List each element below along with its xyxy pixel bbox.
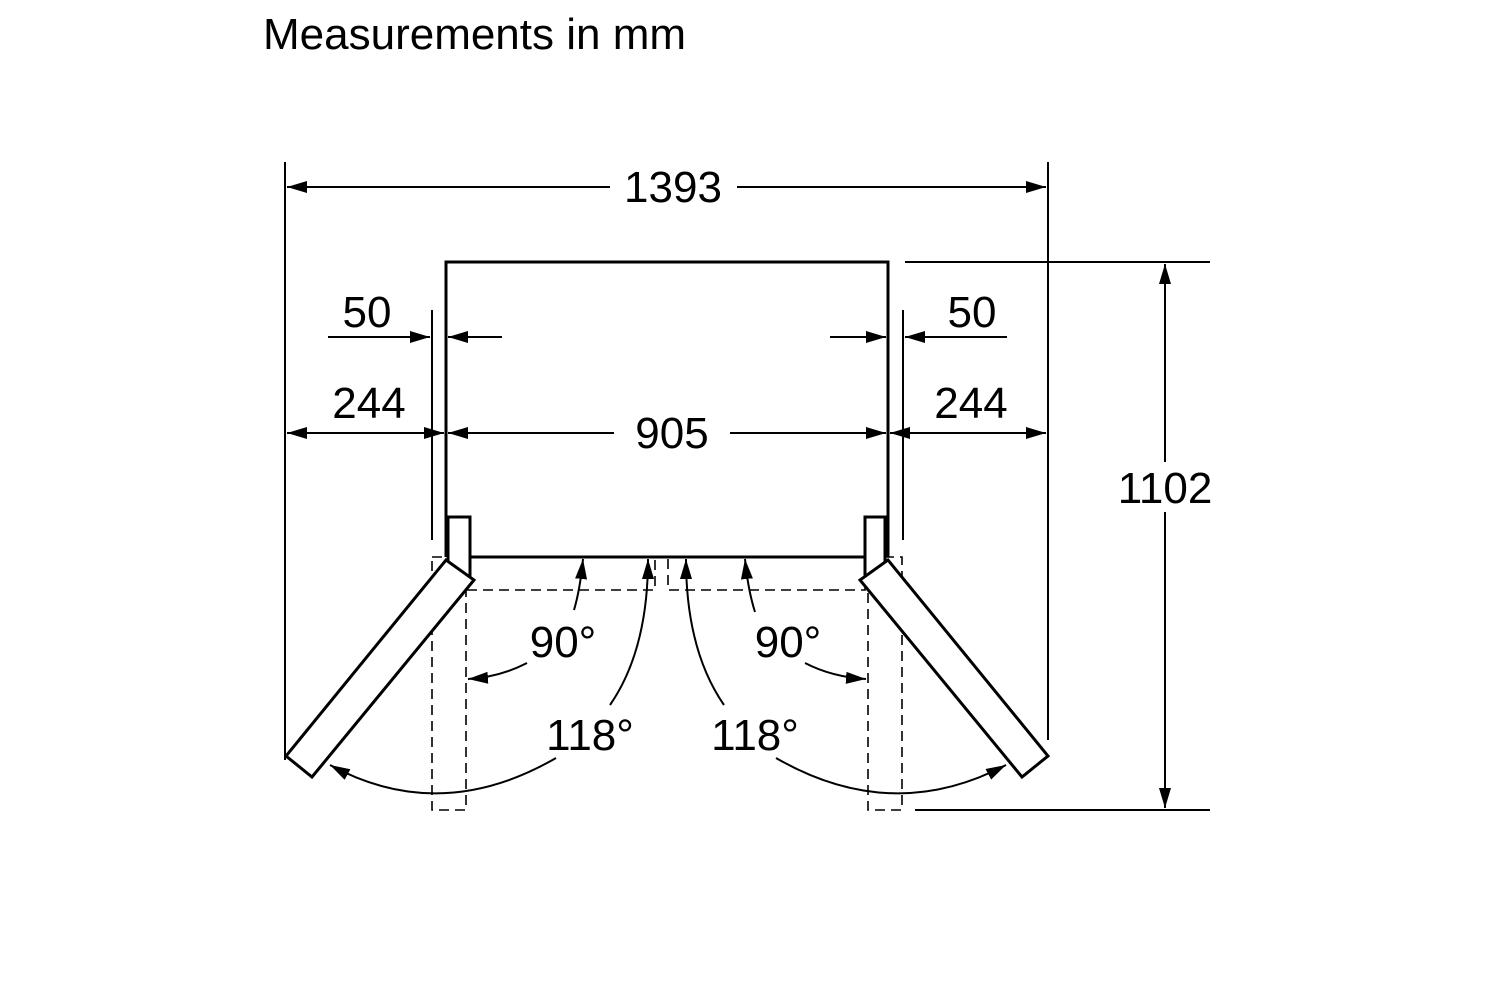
right-118-label: 118° xyxy=(711,711,799,760)
door-positions-dashed xyxy=(431,556,903,811)
dimension-depth: 1102 xyxy=(1118,264,1213,808)
body-width-label: 905 xyxy=(635,409,708,458)
diagram-title: Measurements in mm xyxy=(263,10,687,59)
right-side-label: 244 xyxy=(934,379,1007,428)
left-door-open xyxy=(283,557,477,780)
dimension-total-width: 1393 xyxy=(287,163,1046,212)
fridge-body xyxy=(444,260,890,557)
total-width-label: 1393 xyxy=(624,163,722,212)
dimension-right-side: 244 xyxy=(890,379,1046,439)
depth-label: 1102 xyxy=(1118,464,1213,513)
left-118-label: 118° xyxy=(546,711,634,760)
dimension-left-gap: 50 xyxy=(328,288,502,343)
angle-arrows xyxy=(329,558,1007,795)
dimension-body-width: 905 xyxy=(448,409,886,458)
right-90-label: 90° xyxy=(755,618,822,667)
right-door-open xyxy=(857,557,1051,780)
dimension-left-side: 244 xyxy=(287,379,444,439)
right-gap-label: 50 xyxy=(948,288,997,337)
extension-lines xyxy=(284,162,1210,811)
left-gap-label: 50 xyxy=(343,288,392,337)
left-side-label: 244 xyxy=(332,379,405,428)
dimension-right-gap: 50 xyxy=(830,288,1007,343)
left-90-label: 90° xyxy=(530,618,597,667)
